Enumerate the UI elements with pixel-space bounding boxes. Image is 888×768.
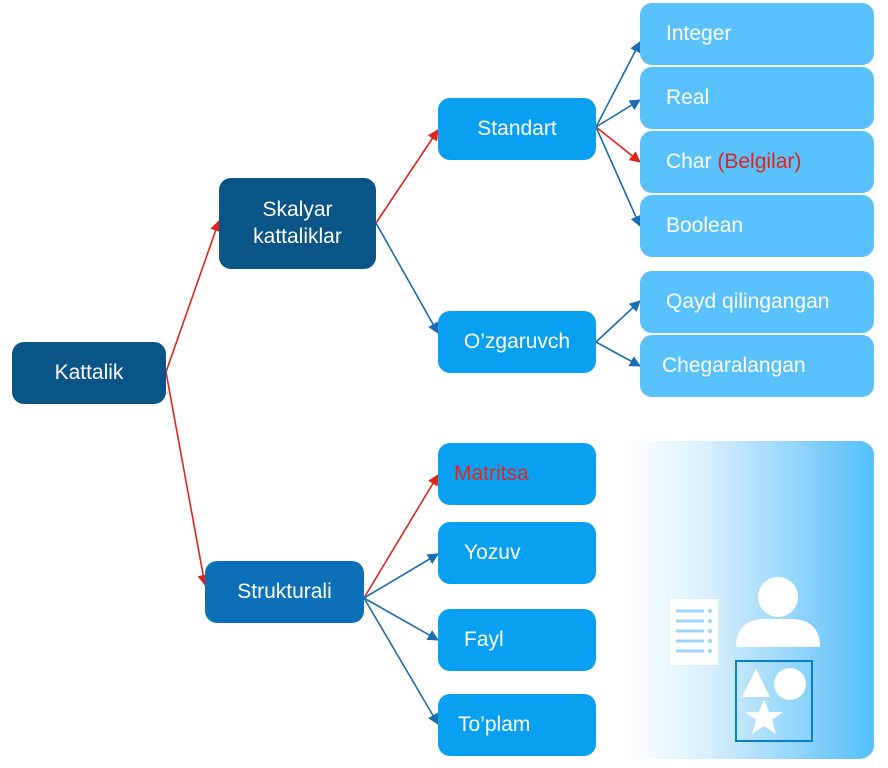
node-label: Strukturali xyxy=(237,579,332,603)
node-integer: Integer xyxy=(640,3,874,65)
arrow-structural-file xyxy=(363,597,439,641)
node-ozgaruvch: O’zgaruvch xyxy=(438,311,596,373)
node-label: Standart xyxy=(477,116,557,140)
node-note: (Belgilar) xyxy=(717,149,802,173)
shapes-icon xyxy=(735,660,813,742)
node-label: To’plam xyxy=(458,712,531,736)
node-char: Char (Belgilar) xyxy=(640,131,874,193)
node-yozuv: Yozuv xyxy=(438,522,596,584)
arrow-structural-matrix xyxy=(363,474,439,599)
arrow-root-scalar xyxy=(165,219,221,373)
node-kattalik: Kattalik xyxy=(12,342,166,404)
node-label: Kattalik xyxy=(54,360,124,384)
arrow-standard-char xyxy=(595,126,641,163)
node-matritsa: Matritsa xyxy=(438,443,596,505)
arrow-scalar-variable xyxy=(375,222,439,334)
person-icon xyxy=(736,577,820,647)
node-qayd-qilingangan: Qayd qilingangan xyxy=(640,271,874,333)
arrow-standard-boolean xyxy=(595,126,642,228)
node-label: Yozuv xyxy=(464,540,521,564)
node-label: Boolean xyxy=(666,213,744,237)
node-label: Integer xyxy=(666,21,732,45)
arrow-variable-enumerated xyxy=(595,300,641,343)
node-label: Skalyar kattaliklar xyxy=(253,198,342,248)
arrow-scalar-standard xyxy=(375,129,439,224)
illustration-panel xyxy=(622,441,874,759)
node-label: Real xyxy=(666,85,710,109)
illustration xyxy=(670,577,820,742)
node-real: Real xyxy=(640,67,874,129)
arrow-variable-bounded xyxy=(595,341,641,367)
node-label: Matritsa xyxy=(454,461,529,485)
node-boolean: Boolean xyxy=(640,195,874,257)
arrow-structural-record xyxy=(363,553,439,599)
node-chegaralangan: Chegaralangan xyxy=(640,335,874,397)
node-toplam: To’plam xyxy=(438,694,596,756)
node-label: Qayd qilingangan xyxy=(666,289,830,313)
arrow-structural-set xyxy=(363,597,439,725)
node-fayl: Fayl xyxy=(438,609,596,671)
arrow-standard-real xyxy=(595,99,641,128)
arrow-root-structural xyxy=(165,371,209,587)
node-strukturali: Strukturali xyxy=(205,561,364,623)
node-label: Chegaralangan xyxy=(662,353,806,377)
document-icon xyxy=(670,599,718,665)
node-label: Fayl xyxy=(464,627,504,651)
arrow-standard-integer xyxy=(595,41,641,128)
node-skalyar-kattaliklar: Skalyar kattaliklar xyxy=(219,178,376,269)
node-label: O’zgaruvch xyxy=(463,329,571,353)
node-standart: Standart xyxy=(438,98,596,160)
node-label: Char xyxy=(666,149,712,173)
